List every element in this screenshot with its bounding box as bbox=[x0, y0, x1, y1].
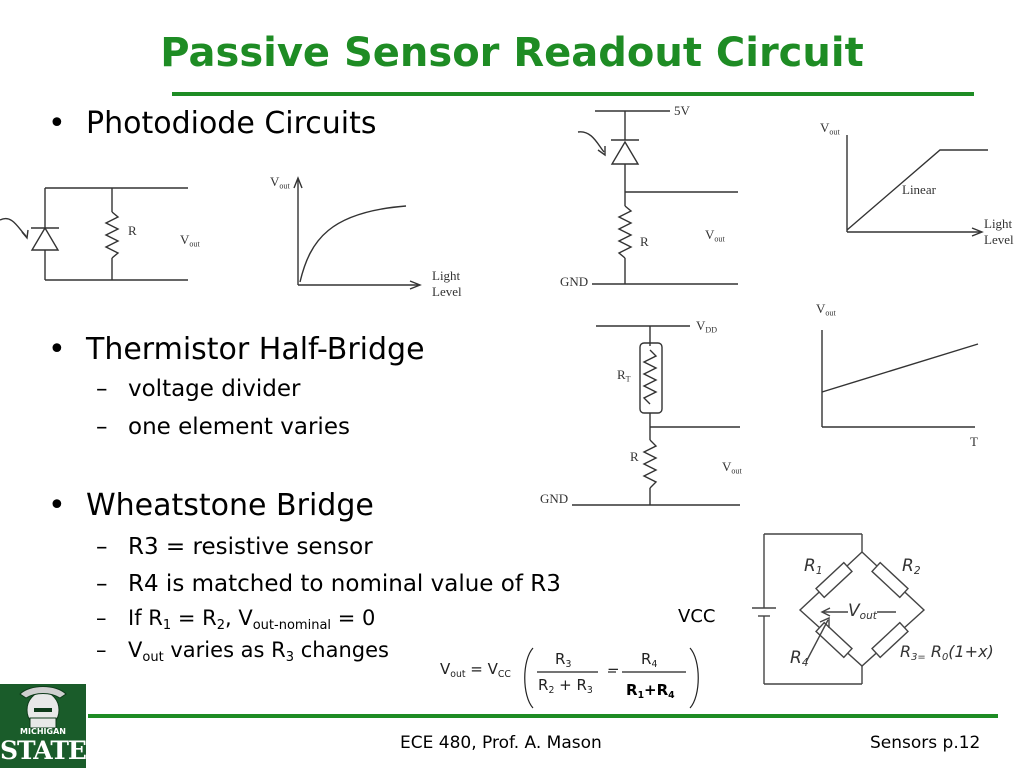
sub-bullet-r4-matched: –R4 is matched to nominal value of R3 bbox=[96, 571, 561, 597]
graph-light-response bbox=[293, 176, 422, 290]
formula-lhs: Vout = VCC bbox=[440, 660, 511, 680]
sub-bullet-vout-varies: –Vout varies as R3 changes bbox=[96, 638, 389, 665]
logo-michigan-text: MICHIGAN bbox=[20, 727, 66, 736]
c3-gnd-label: GND bbox=[540, 491, 569, 506]
bridge-r4-label: R4 bbox=[790, 648, 809, 670]
g1-ylabel: Vout bbox=[270, 174, 290, 191]
sub-bullet-if-r1-r2: –If R1 = R2, Vout-nominal = 0 bbox=[96, 606, 376, 633]
c2-r-label: R bbox=[640, 234, 649, 249]
wheatstone-bridge bbox=[752, 533, 926, 685]
g3-xlabel: T bbox=[970, 434, 978, 449]
bridge-vcc-label: VCC bbox=[678, 606, 716, 627]
formula-num2: R4 bbox=[641, 650, 658, 670]
graph-linear-response bbox=[846, 135, 988, 237]
michigan-state-logo: MICHIGAN STATE bbox=[0, 684, 86, 768]
bullet-thermistor: •Thermistor Half-Bridge bbox=[48, 332, 425, 367]
c2-vout-label: Vout bbox=[705, 227, 725, 244]
footer-course: ECE 480, Prof. A. Mason bbox=[400, 733, 602, 753]
formula-den1: R2 + R3 bbox=[538, 676, 593, 696]
graph-temperature-response bbox=[821, 330, 979, 428]
g2-ylabel: Vout bbox=[820, 120, 840, 137]
c3-rt-label: RT bbox=[617, 367, 631, 384]
c3-r-label: R bbox=[630, 449, 639, 464]
sub-bullet-voltage-divider: –voltage divider bbox=[96, 376, 301, 402]
title-rule bbox=[172, 92, 974, 96]
spartan-helmet-icon bbox=[19, 686, 67, 729]
sub-bullet-r3-sensor: –R3 = resistive sensor bbox=[96, 534, 373, 560]
footer-rule bbox=[88, 714, 998, 718]
c2-supply-label: 5V bbox=[674, 103, 690, 118]
photodiode-circuit-1 bbox=[0, 187, 188, 281]
bridge-vout-label: Vout bbox=[848, 601, 877, 623]
formula-den2: R1+R4 bbox=[626, 681, 675, 701]
c3-vdd-label: VDD bbox=[696, 318, 718, 335]
formula-strokes bbox=[524, 647, 699, 709]
g2-curve-label: Linear bbox=[902, 182, 936, 197]
photodiode-circuit-2 bbox=[577, 110, 738, 285]
logo-state-text: STATE bbox=[0, 736, 86, 765]
g3-ylabel: Vout bbox=[816, 301, 836, 318]
c1-vout-label: Vout bbox=[180, 232, 200, 249]
footer-page: Sensors p.12 bbox=[870, 733, 981, 753]
slide-title: Passive Sensor Readout Circuit bbox=[160, 30, 864, 76]
formula-num1: R3 bbox=[555, 650, 572, 670]
bridge-r2-label: R2 bbox=[902, 556, 921, 578]
bridge-r1-label: R1 bbox=[804, 556, 823, 578]
c2-gnd-label: GND bbox=[560, 274, 589, 289]
c1-r-label: R bbox=[128, 223, 137, 238]
bullet-wheatstone: •Wheatstone Bridge bbox=[48, 488, 374, 523]
formula-minus: − bbox=[607, 660, 620, 678]
bridge-r3-label: R3= R0(1+x) bbox=[900, 642, 994, 663]
bullet-photodiode: •Photodiode Circuits bbox=[48, 106, 377, 141]
c3-vout-label: Vout bbox=[722, 459, 742, 476]
sub-bullet-one-element: –one element varies bbox=[96, 414, 350, 440]
thermistor-circuit bbox=[572, 325, 740, 506]
